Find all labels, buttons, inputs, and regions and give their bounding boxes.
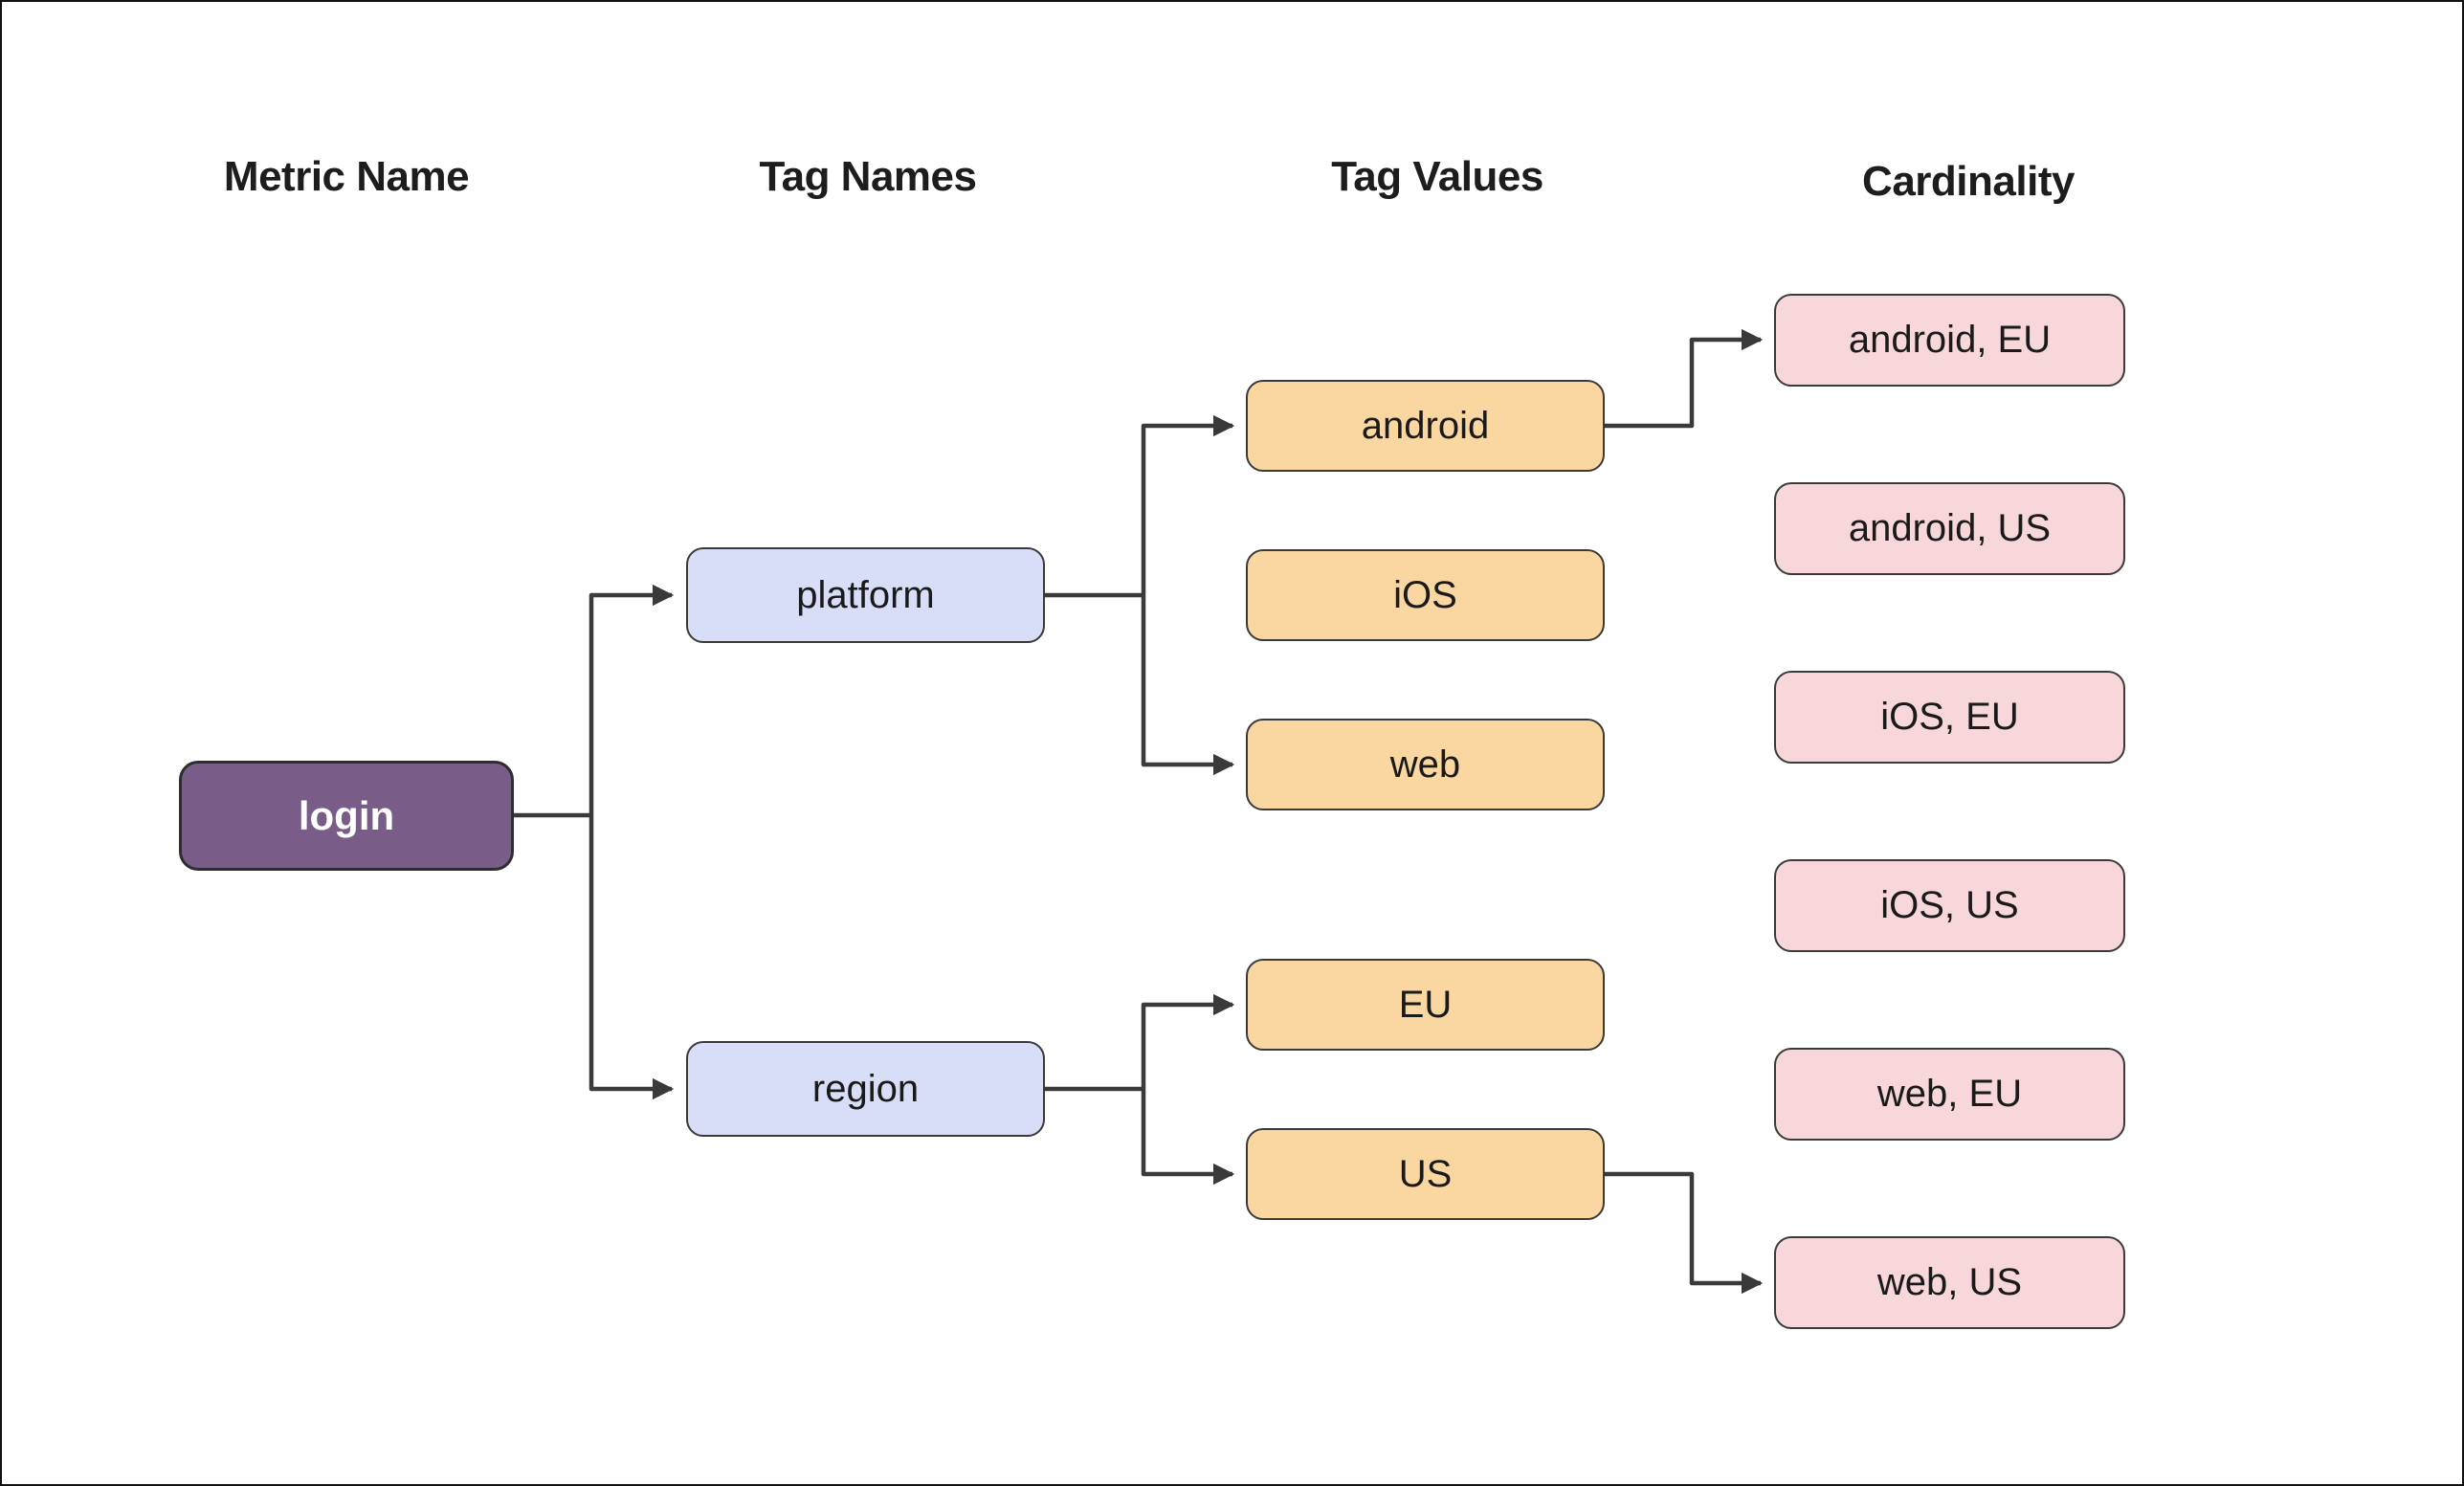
node-web-eu: web, EU	[1774, 1048, 2125, 1141]
node-ios-eu-label: iOS, EU	[1880, 696, 2019, 738]
node-eu: EU	[1246, 959, 1605, 1051]
node-web-eu-label: web, EU	[1876, 1073, 2023, 1115]
node-android-eu-label: android, EU	[1848, 319, 2052, 361]
edge-login-platform	[514, 584, 675, 818]
node-android-label: android	[1361, 404, 1490, 447]
column-header-tag-values: Tag Values	[1331, 153, 1543, 200]
node-region-label: region	[811, 1067, 920, 1110]
edge-platform-web	[1141, 595, 1235, 776]
node-login: login	[179, 761, 514, 871]
node-web-label: web	[1389, 743, 1461, 786]
edge-region-eu	[1141, 993, 1235, 1089]
edge-us-web-us	[1605, 1171, 1764, 1295]
node-ios-us-label: iOS, US	[1880, 884, 2019, 926]
node-web-us: web, US	[1774, 1236, 2125, 1329]
edge-region-us	[1141, 1089, 1235, 1186]
node-region: region	[686, 1041, 1045, 1137]
edge-platform-android	[1141, 414, 1235, 595]
node-ios-label: iOS	[1393, 573, 1457, 616]
node-us: US	[1246, 1128, 1605, 1220]
node-ios: iOS	[1246, 549, 1605, 641]
node-platform-label: platform	[796, 573, 935, 616]
node-login-label: login	[298, 792, 395, 838]
node-ios-us: iOS, US	[1774, 859, 2125, 952]
node-android-us: android, US	[1774, 482, 2125, 575]
column-header-tag-names: Tag Names	[759, 153, 978, 200]
node-us-label: US	[1398, 1152, 1453, 1195]
column-header-metric-name: Metric Name	[223, 153, 470, 200]
column-header-cardinality: Cardinality	[1862, 158, 2075, 205]
node-android-eu: android, EU	[1774, 294, 2125, 387]
node-android-us-label: android, US	[1848, 507, 2052, 549]
node-ios-eu: iOS, EU	[1774, 671, 2125, 764]
edge-android-android-eu	[1605, 328, 1764, 429]
node-web: web	[1246, 719, 1605, 810]
node-eu-label: EU	[1398, 983, 1453, 1026]
node-platform: platform	[686, 547, 1045, 643]
node-web-us-label: web, US	[1876, 1261, 2023, 1303]
edge-login-region	[588, 815, 675, 1100]
node-android: android	[1246, 380, 1605, 472]
